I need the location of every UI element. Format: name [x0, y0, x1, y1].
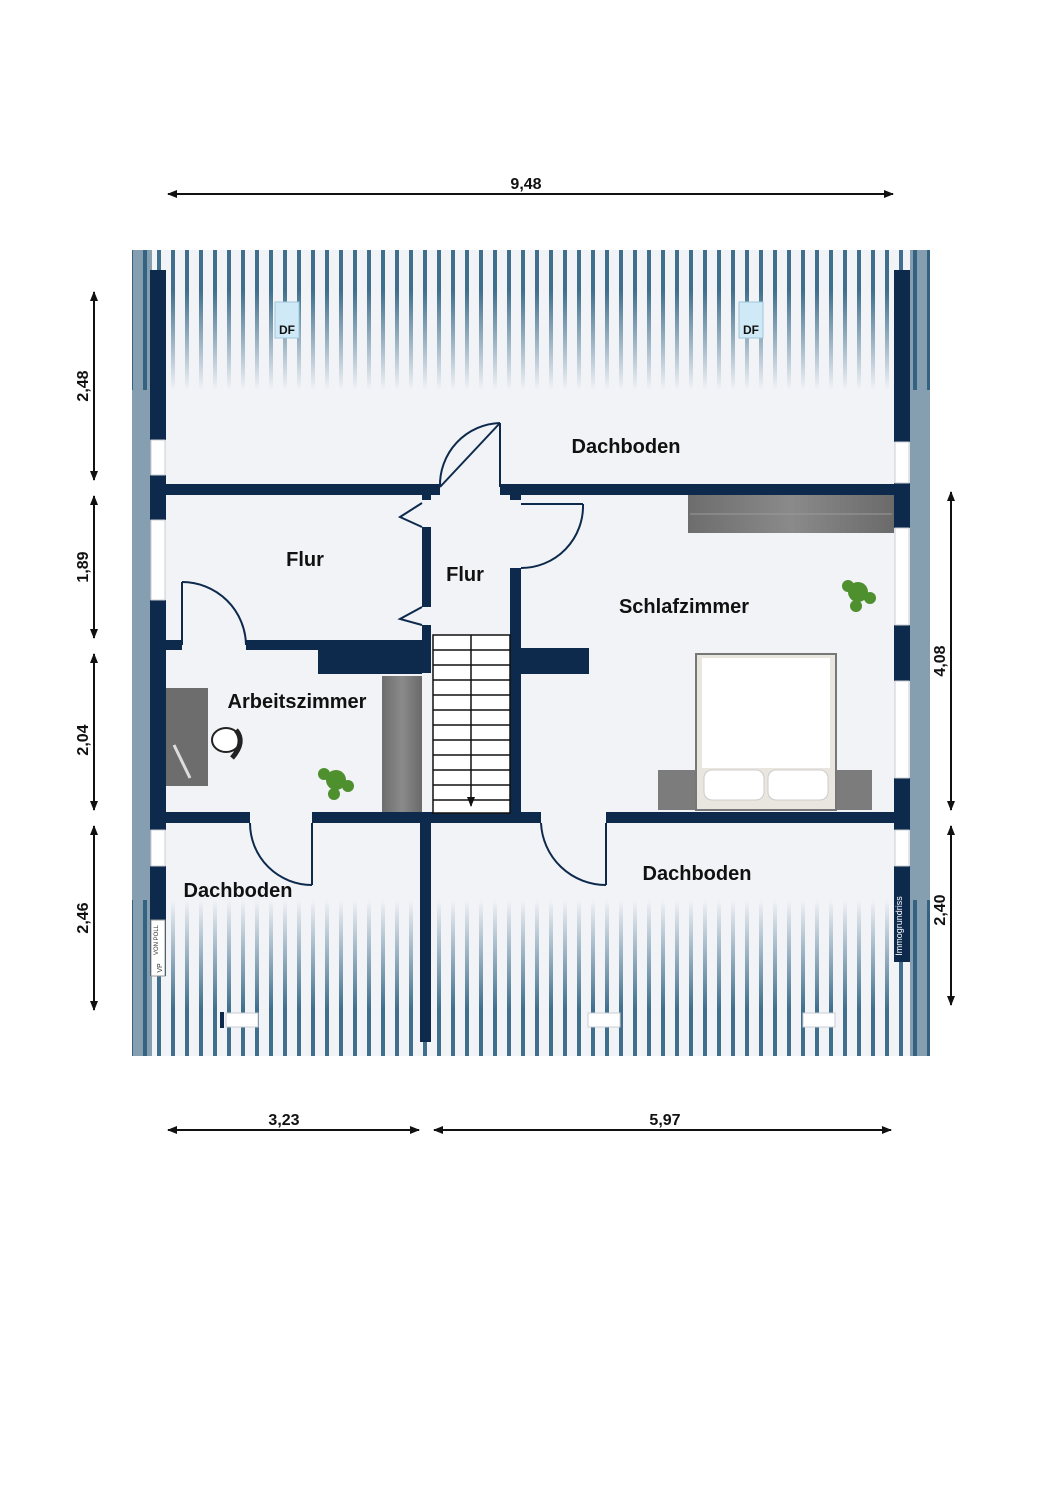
dimensions — [90, 190, 955, 1134]
dim-label-right-1: 4,08 — [932, 645, 949, 676]
door-dachboden-top — [439, 422, 501, 488]
immogrundriss-credit: Immogrundriss — [894, 890, 909, 962]
logo-text: VON POLL — [154, 924, 160, 955]
von-poll-logo: VP VON POLL — [150, 919, 166, 977]
room-label-dachboden-bottom-right: Dachboden — [643, 863, 752, 885]
opening-flur-upper — [397, 502, 423, 528]
room-label-schlafzimmer: Schlafzimmer — [619, 596, 749, 618]
credit-text: Immogrundriss — [894, 896, 904, 956]
dim-label-right-2: 2,40 — [932, 894, 949, 925]
room-label-dachboden-top: Dachboden — [572, 436, 681, 458]
dim-label-top: 9,48 — [510, 176, 541, 193]
logo-mark: VP — [157, 963, 164, 973]
room-label-flur-center: Flur — [446, 564, 484, 586]
desk — [166, 688, 208, 786]
skylight-left: DF — [274, 301, 300, 339]
dim-label-left-4: 2,46 — [75, 902, 92, 933]
bed — [658, 653, 872, 811]
opening-flur-lower — [397, 606, 423, 626]
room-label-flur-left: Flur — [286, 549, 324, 571]
skylight-label: DF — [279, 323, 295, 337]
office-chair — [211, 727, 243, 760]
windows — [150, 439, 910, 1028]
dim-label-left-1: 2,48 — [75, 370, 92, 401]
skylight-right: DF — [738, 301, 764, 339]
dim-label-left-2: 1,89 — [75, 551, 92, 582]
wardrobe-schlafzimmer — [688, 495, 894, 533]
doors — [181, 422, 607, 887]
plant-arbeitszimmer — [318, 768, 354, 800]
staircase — [432, 634, 511, 814]
dim-label-bottom-right: 5,97 — [649, 1112, 680, 1129]
dim-label-bottom-left: 3,23 — [268, 1112, 299, 1129]
plant-schlafzimmer — [842, 580, 876, 612]
room-label-arbeitszimmer: Arbeitszimmer — [228, 691, 367, 713]
wardrobe-arbeitszimmer — [382, 676, 422, 812]
room-label-dachboden-bottom-left: Dachboden — [184, 880, 293, 902]
skylight-label: DF — [743, 323, 759, 337]
dim-label-left-3: 2,04 — [75, 724, 92, 755]
